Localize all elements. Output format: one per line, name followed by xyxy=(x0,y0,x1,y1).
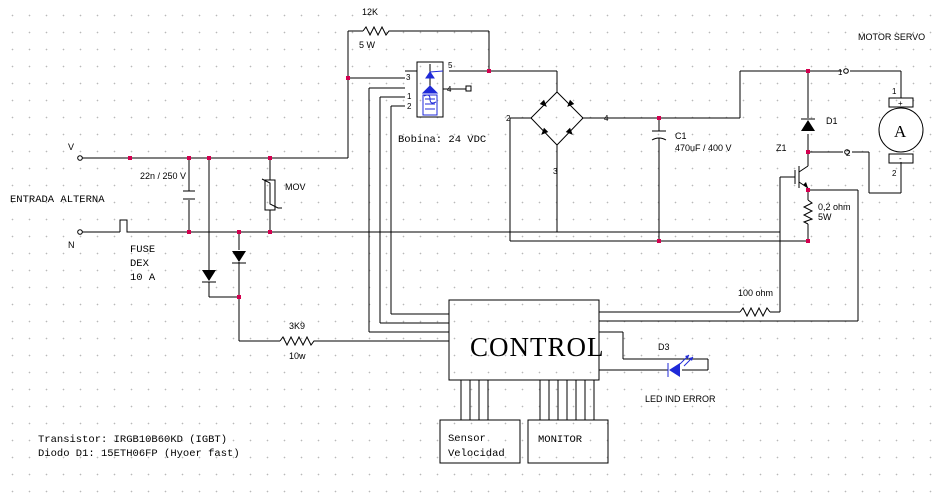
igbt-z1: Z1 xyxy=(776,143,809,189)
relay: 3 5 4 1 2 Bobina: 24 VDC xyxy=(398,61,486,146)
shunt-value: 0,2 ohm xyxy=(818,202,851,212)
mov-name: MOV xyxy=(285,182,306,192)
junction xyxy=(657,239,661,243)
motor-pin1: 1 xyxy=(892,87,897,96)
input-terminals: V N ENTRADA ALTERNA xyxy=(10,142,105,250)
motor-minus: - xyxy=(899,154,902,163)
fuse-line3: 10 A xyxy=(130,272,156,284)
d1-name: D1 xyxy=(826,116,838,126)
c1-name: C1 xyxy=(675,131,687,141)
z1-name: Z1 xyxy=(776,143,787,153)
control-label: CONTROL xyxy=(470,332,605,362)
junction xyxy=(806,150,810,154)
fuse: FUSE DEX 10 A xyxy=(119,219,156,284)
control-block: CONTROL xyxy=(448,299,605,381)
c1-value: 470uF / 400 V xyxy=(675,143,732,153)
motor-pin2: 2 xyxy=(892,169,897,178)
terminal-pin1: 1 xyxy=(838,68,843,77)
motor-symbol: A xyxy=(894,122,907,141)
relay-pin5: 5 xyxy=(448,61,453,70)
bridge-pin4: 4 xyxy=(604,114,609,123)
bridge-pin3: 3 xyxy=(553,167,558,176)
monitor-block: MONITOR xyxy=(527,419,609,464)
junction xyxy=(237,230,241,234)
sensor-line1: Sensor xyxy=(448,433,486,445)
led-d3: D3 LED IND ERROR xyxy=(645,342,716,404)
input-v-label: V xyxy=(68,142,74,152)
wiring xyxy=(80,30,902,420)
junction xyxy=(806,188,810,192)
resistor-shunt: 0,2 ohm 5W xyxy=(802,199,851,225)
junction xyxy=(806,69,810,73)
bridge-rectifier: 2 4 3 xyxy=(506,91,609,176)
junction xyxy=(806,239,810,243)
d3-name: D3 xyxy=(658,342,670,352)
input-title: ENTRADA ALTERNA xyxy=(10,194,105,206)
junction xyxy=(268,156,272,160)
input-cap-value: 22n / 250 V xyxy=(140,171,186,181)
motor-terminals: 1 2 xyxy=(838,68,851,158)
junction xyxy=(657,116,661,120)
resistor-12k: 12K 5 W xyxy=(359,7,391,50)
junction xyxy=(268,230,272,234)
relay-pin3: 3 xyxy=(406,73,411,82)
capacitor-c1: C1 470uF / 400 V xyxy=(651,130,732,153)
motor-title: MOTOR SERVO xyxy=(858,32,925,42)
diode-d1: D1 xyxy=(801,116,838,131)
capacitor-input: 22n / 250 V xyxy=(140,171,195,200)
monitor-label: MONITOR xyxy=(538,434,583,446)
fuse-line2: DEX xyxy=(130,258,150,270)
shunt-power: 5W xyxy=(818,212,832,222)
junction-dots xyxy=(128,69,810,299)
relay-coil-label: Bobina: 24 VDC xyxy=(398,134,486,146)
fuse-line1: FUSE xyxy=(130,244,155,256)
junction xyxy=(487,69,491,73)
gate-resistor-value: 100 ohm xyxy=(738,288,773,298)
note-line2: Diodo D1: 15ETH06FP (Hyoer fast) xyxy=(38,448,240,460)
junction xyxy=(187,230,191,234)
motor-plus: + xyxy=(898,99,903,108)
resistor-12k-power: 5 W xyxy=(359,40,376,50)
led-caption: LED IND ERROR xyxy=(645,394,716,404)
notes: Transistor: IRGB10B60KD (IGBT) Diodo D1:… xyxy=(38,434,240,460)
resistor-gate: 100 ohm xyxy=(738,288,773,318)
junction xyxy=(207,156,211,160)
resistor-3k9-power: 10w xyxy=(289,351,306,361)
input-diodes xyxy=(202,251,246,283)
junction xyxy=(128,156,132,160)
junction xyxy=(187,156,191,160)
varistor-mov: MOV xyxy=(261,178,306,211)
junction xyxy=(346,76,350,80)
resistor-3k9-value: 3K9 xyxy=(289,321,305,331)
relay-pin2: 2 xyxy=(407,102,412,111)
input-n-label: N xyxy=(68,240,75,250)
bridge-pin2: 2 xyxy=(506,114,511,123)
terminal-pin2: 2 xyxy=(846,149,851,158)
sensor-block: Sensor Velocidad xyxy=(439,419,521,464)
resistor-3k9: 3K9 10w xyxy=(279,321,316,361)
note-line1: Transistor: IRGB10B60KD (IGBT) xyxy=(38,434,227,446)
relay-pin1: 1 xyxy=(407,92,412,101)
junction xyxy=(237,295,241,299)
relay-pin4: 4 xyxy=(447,85,452,94)
resistor-12k-value: 12K xyxy=(362,7,378,17)
sensor-line2: Velocidad xyxy=(448,448,505,460)
motor-servo: A + - 1 2 MOTOR SERVO xyxy=(858,32,925,178)
